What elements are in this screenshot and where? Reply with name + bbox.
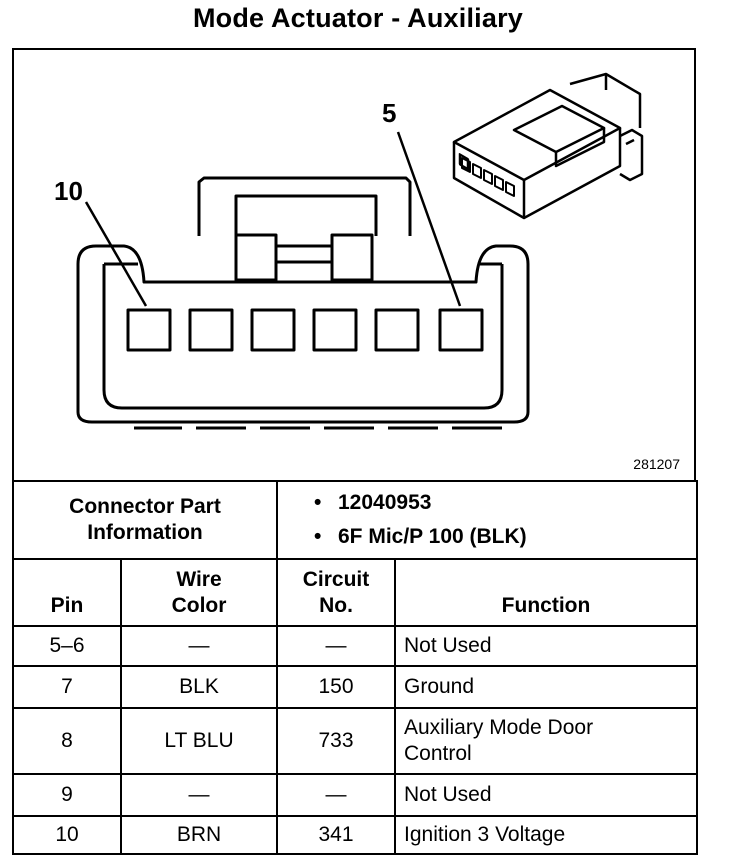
cell-circuit: 341 [276, 815, 396, 855]
cell-pin: 5–6 [12, 625, 122, 667]
connector-info-row: Connector Part Information •12040953 •6F… [12, 480, 699, 560]
connector-info-label: Connector Part Information [12, 480, 278, 560]
connector-figure: 10 5 281207 [12, 48, 696, 482]
pin-cavity-8 [250, 308, 296, 352]
header-wire-color: Wire Color [120, 558, 278, 627]
cell-wire-color: — [120, 625, 278, 667]
connector-part-number: •12040953 [314, 491, 432, 514]
latch-outer [197, 176, 412, 236]
pin-cavity-9 [188, 308, 234, 352]
isometric-pin-slots [461, 157, 515, 197]
cell-function: Auxiliary Mode Door Control [393, 707, 699, 775]
connector-body-inner [102, 264, 504, 410]
pin-cavity-6 [374, 308, 420, 352]
latch-tab-right [330, 233, 374, 282]
pin-cavity-5 [438, 308, 484, 352]
table-header-row: Pin Wire Color Circuit No. Function [12, 558, 699, 627]
cell-circuit: 150 [276, 665, 396, 709]
leader-line-5 [396, 131, 462, 307]
table-row: 9 — — Not Used [12, 773, 699, 817]
cell-function: Not Used [393, 773, 699, 817]
page-title: Mode Actuator - Auxiliary [192, 3, 524, 33]
table-row: 7 BLK 150 Ground [12, 665, 699, 709]
figure-number: 281207 [633, 456, 680, 472]
cell-circuit: — [276, 625, 396, 667]
cell-wire-color: — [120, 773, 278, 817]
pin-label-10: 10 [54, 176, 83, 206]
cell-pin: 8 [12, 707, 122, 775]
leader-line-10 [84, 201, 148, 307]
cell-wire-color: LT BLU [120, 707, 278, 775]
cell-function: Not Used [393, 625, 699, 667]
pinout-table: Connector Part Information •12040953 •6F… [12, 480, 699, 855]
cell-circuit: 733 [276, 707, 396, 775]
cell-wire-color: BLK [120, 665, 278, 709]
cell-circuit: — [276, 773, 396, 817]
isometric-connector [452, 72, 644, 220]
connector-body-outer [76, 244, 530, 424]
table-row: 5–6 — — Not Used [12, 625, 699, 667]
cell-pin: 9 [12, 773, 122, 817]
pin-cavity-10 [126, 308, 172, 352]
header-circuit-no: Circuit No. [276, 558, 396, 627]
cell-pin: 7 [12, 665, 122, 709]
pin-cavity-7 [312, 308, 358, 352]
connector-description: •6F Mic/P 100 (BLK) [314, 525, 527, 548]
latch-tab-left [234, 233, 278, 282]
cell-pin: 10 [12, 815, 122, 855]
latch-inner [234, 194, 378, 236]
cell-function: Ground [393, 665, 699, 709]
header-function: Function [393, 558, 699, 627]
pin-label-5: 5 [382, 98, 396, 128]
table-row: 8 LT BLU 733 Auxiliary Mode Door Control [12, 707, 699, 775]
connector-info-values: •12040953 •6F Mic/P 100 (BLK) [275, 480, 699, 560]
table-row: 10 BRN 341 Ignition 3 Voltage [12, 815, 699, 855]
header-pin: Pin [12, 558, 122, 627]
cell-function: Ignition 3 Voltage [393, 815, 699, 855]
connector-drawing: 10 5 [54, 72, 644, 430]
cell-wire-color: BRN [120, 815, 278, 855]
